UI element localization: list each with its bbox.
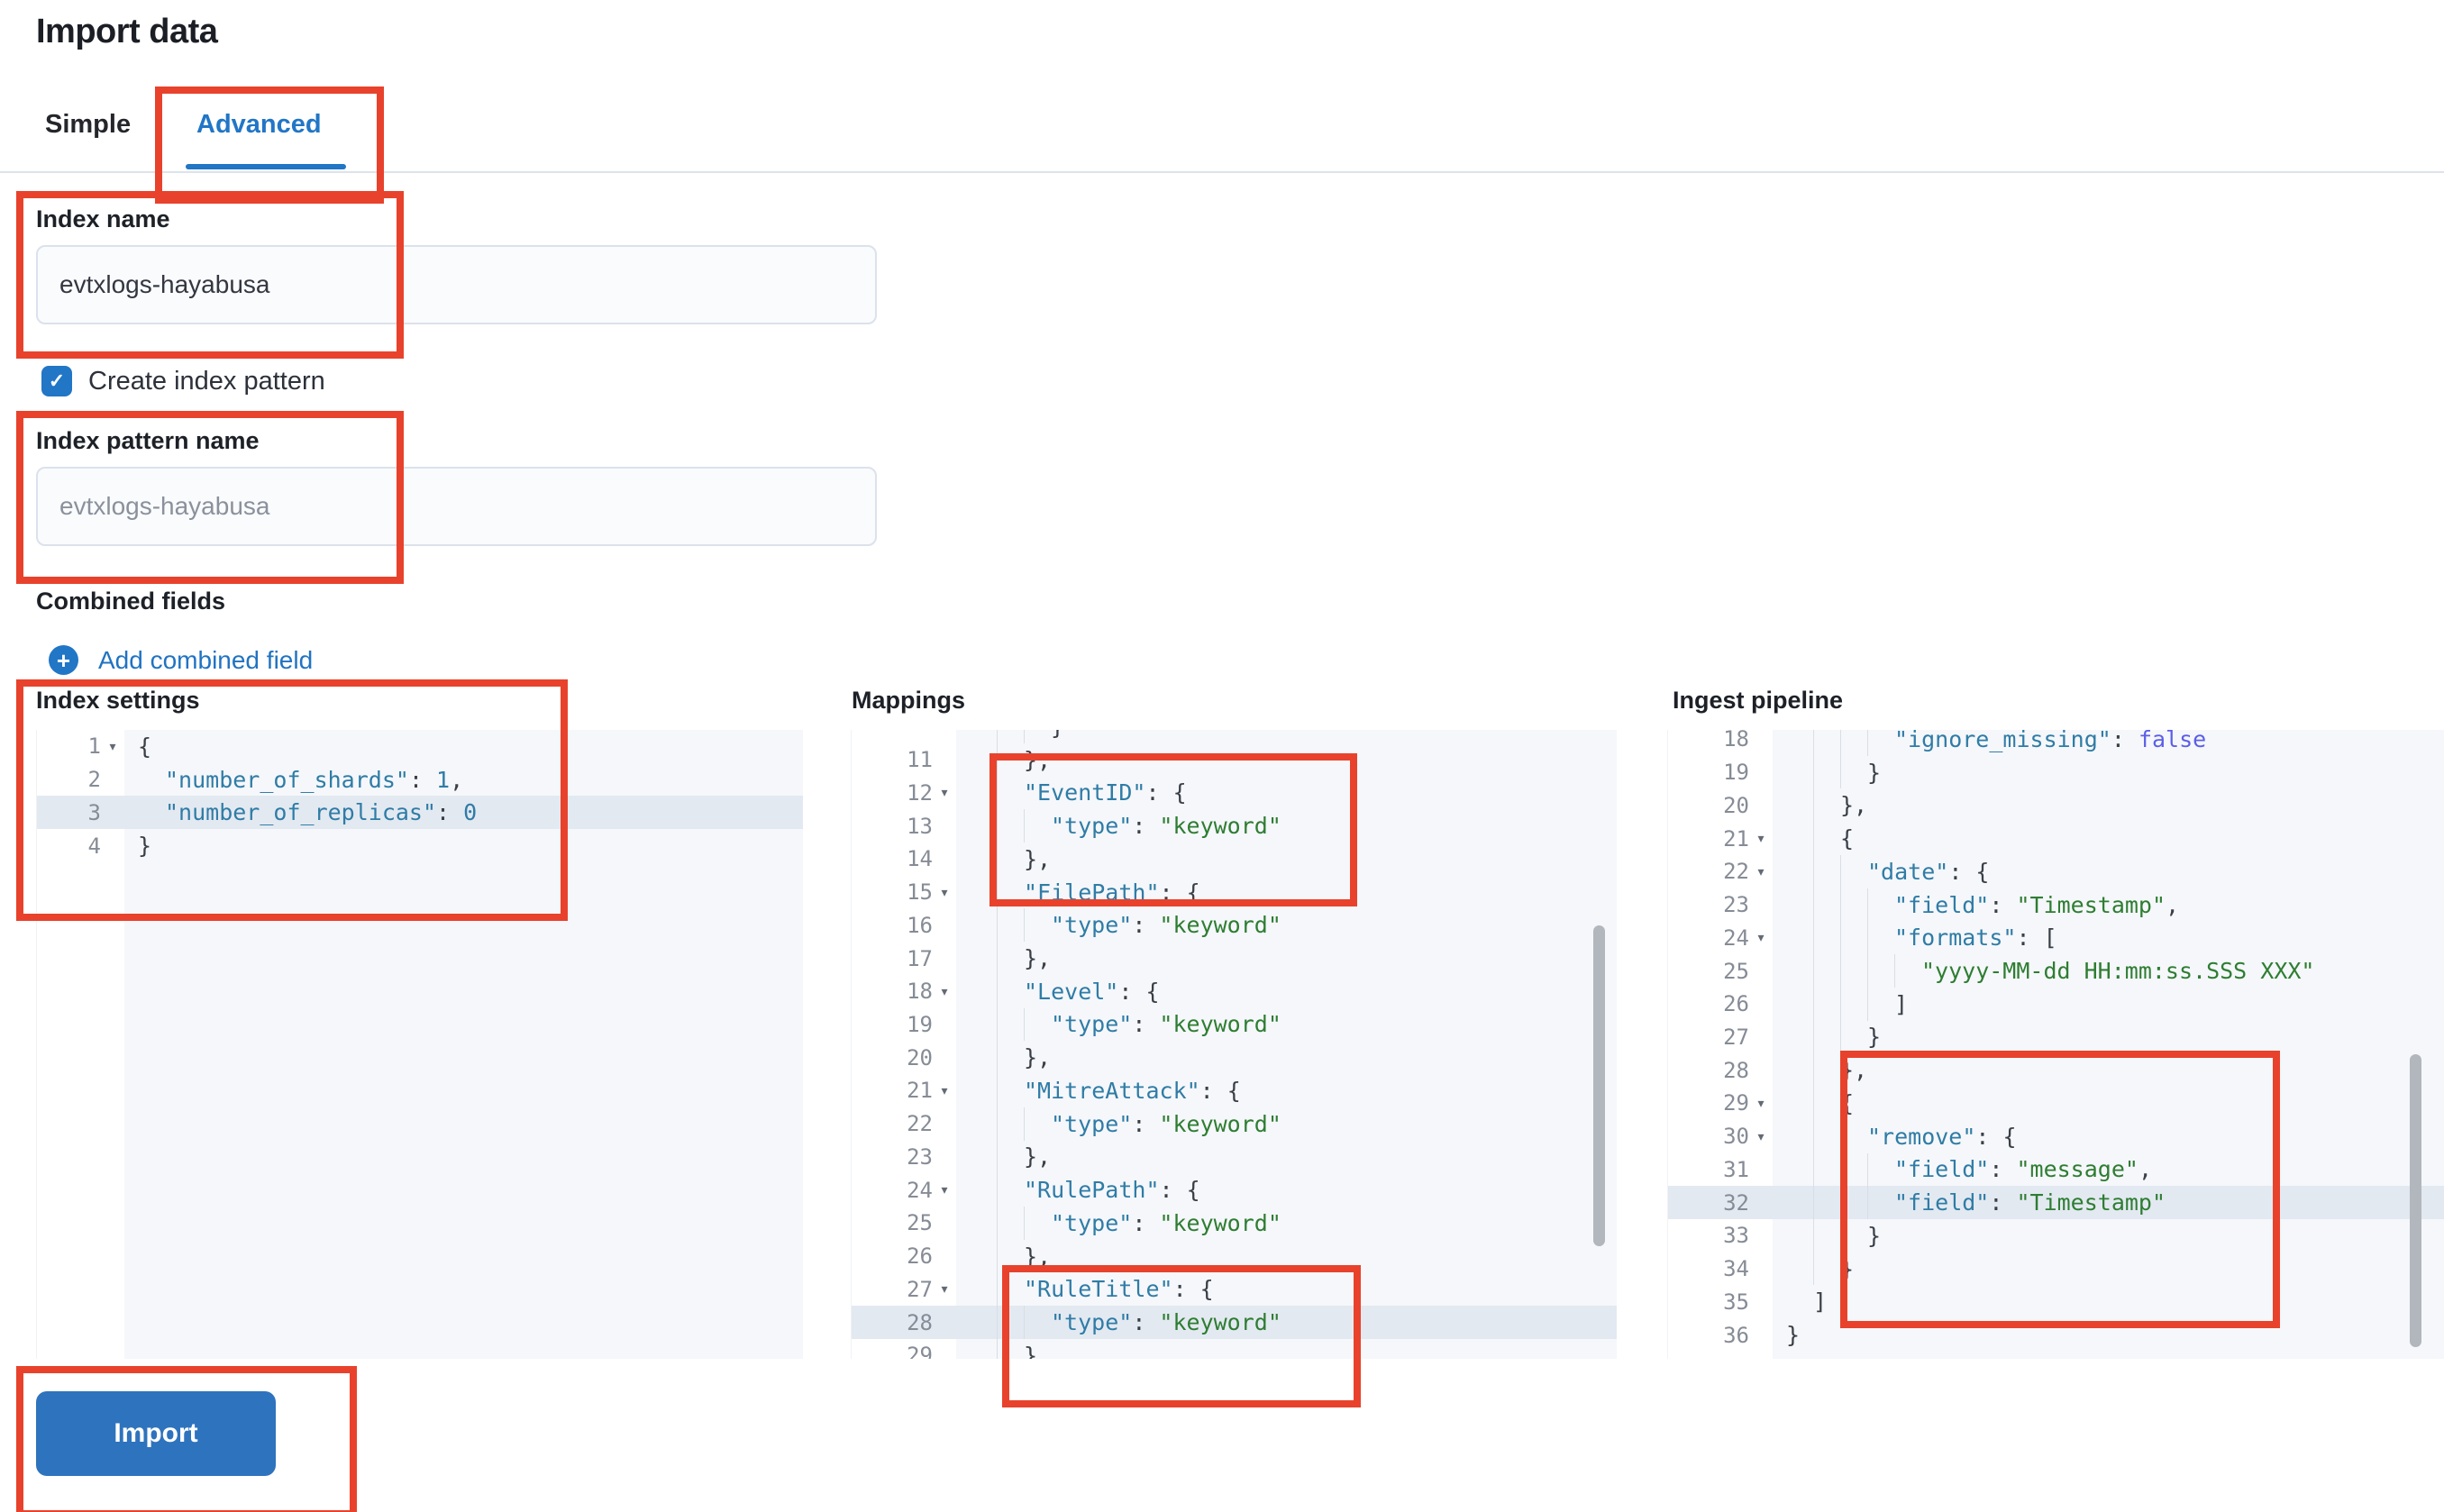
plus-icon: + xyxy=(49,645,78,675)
combined-fields-label: Combined fields xyxy=(36,587,226,615)
fold-arrow-icon[interactable]: ▾ xyxy=(1757,831,1765,846)
editor-line[interactable]: 34} xyxy=(1668,1252,2444,1286)
add-combined-field-link[interactable]: Add combined field xyxy=(98,645,314,674)
editor-line[interactable]: 1▾{ xyxy=(87,733,152,760)
mappings-editor[interactable]: }11},12▾"EventID": {13"type": "keyword"1… xyxy=(851,730,1617,1359)
editor-code-background xyxy=(124,730,803,1359)
add-combined-field-row: + Add combined field xyxy=(49,645,313,675)
editor-line[interactable]: 19"type": "keyword" xyxy=(852,1007,1617,1042)
editor-line[interactable]: 21▾"MitreAttack": { xyxy=(852,1074,1617,1107)
fold-arrow-icon[interactable]: ▾ xyxy=(941,785,948,800)
editor-line[interactable]: 23"field": "Timestamp", xyxy=(1668,888,2444,922)
editor-line[interactable]: 20}, xyxy=(1668,788,2444,823)
editor-code-background xyxy=(1773,730,2444,1359)
editor-gutter xyxy=(1668,730,1773,1359)
editor-line[interactable]: 18"ignore_missing": false xyxy=(1668,730,2444,756)
editor-line[interactable]: 28"type": "keyword" xyxy=(852,1306,1617,1339)
fold-arrow-icon[interactable]: ▾ xyxy=(1757,863,1765,879)
editor-line[interactable]: 29}, xyxy=(852,1338,1617,1359)
tab-simple[interactable]: Simple xyxy=(45,110,132,139)
editor-line[interactable]: 13"type": "keyword" xyxy=(852,809,1617,843)
import-button[interactable]: Import xyxy=(36,1391,276,1476)
editor-line[interactable]: 26] xyxy=(1668,987,2444,1021)
editor-line[interactable]: 36} xyxy=(1723,1322,1801,1349)
editor-line[interactable]: 15▾"FilePath": { xyxy=(852,875,1617,909)
editor-line[interactable]: 4} xyxy=(87,833,152,860)
create-index-pattern-checkbox[interactable]: ✓ xyxy=(41,366,72,396)
editor-line[interactable]: 19} xyxy=(1668,755,2444,789)
index-name-label: Index name xyxy=(36,205,170,232)
tabs-divider xyxy=(0,171,2444,173)
editor-line[interactable]: 28}, xyxy=(1668,1053,2444,1088)
editor-line[interactable]: 22"type": "keyword" xyxy=(852,1107,1617,1141)
active-tab-underline xyxy=(186,164,346,169)
editor-line[interactable]: 22▾"date": { xyxy=(1668,854,2444,888)
fold-arrow-icon[interactable]: ▾ xyxy=(941,1182,948,1198)
editor-line[interactable]: 24▾"RulePath": { xyxy=(852,1173,1617,1207)
editor-lines: 1▾{ 2"number_of_shards": 1, 3"number_of_re… xyxy=(37,730,803,862)
ingest-pipeline-label: Ingest pipeline xyxy=(1673,687,1844,714)
editor-gutter xyxy=(37,730,124,1359)
editor-line[interactable]: 33} xyxy=(1668,1219,2444,1252)
index-settings-label: Index settings xyxy=(36,687,200,714)
index-name-input[interactable] xyxy=(36,245,877,324)
fold-arrow-icon[interactable]: ▾ xyxy=(941,1082,948,1098)
tab-advanced[interactable]: Advanced xyxy=(196,110,322,139)
editor-line[interactable]: 11}, xyxy=(852,742,1617,777)
editor-gutter xyxy=(852,730,956,1359)
editor-line[interactable]: 24▾"formats": [ xyxy=(1668,921,2444,955)
page-title: Import data xyxy=(36,13,218,50)
editor-code-background xyxy=(956,730,1617,1359)
check-icon: ✓ xyxy=(48,369,66,392)
fold-arrow-icon[interactable]: ▾ xyxy=(941,983,948,998)
editor-line[interactable]: 20}, xyxy=(852,1041,1617,1075)
editor-line[interactable]: 32"field": "Timestamp" xyxy=(1668,1186,2444,1220)
editor-line[interactable]: 29▾{ xyxy=(1668,1087,2444,1120)
fold-arrow-icon[interactable]: ▾ xyxy=(109,738,116,753)
editor-line[interactable]: 26}, xyxy=(852,1239,1617,1273)
fold-arrow-icon[interactable]: ▾ xyxy=(1757,930,1765,945)
editor-line[interactable]: 23}, xyxy=(852,1140,1617,1174)
editor-lines: }11},12▾"EventID": {13"type": "keyword"1… xyxy=(852,730,1617,1359)
index-pattern-name-input[interactable] xyxy=(36,467,877,546)
ingest-pipeline-scrollbar[interactable] xyxy=(2410,1054,2421,1347)
index-settings-editor[interactable]: 1▾{ 2"number_of_shards": 1, 3"number_of_re… xyxy=(36,730,803,1359)
editor-line[interactable]: 27} xyxy=(1668,1020,2444,1054)
fold-arrow-icon[interactable]: ▾ xyxy=(1757,1095,1765,1110)
editor-line[interactable]: 12▾"EventID": { xyxy=(852,776,1617,810)
editor-line[interactable]: 14}, xyxy=(852,842,1617,876)
fold-arrow-icon[interactable]: ▾ xyxy=(1757,1128,1765,1143)
mappings-scrollbar[interactable] xyxy=(1593,925,1605,1246)
editor-line[interactable]: 3"number_of_replicas": 0 xyxy=(37,796,803,830)
editor-line[interactable]: 17}, xyxy=(852,942,1617,975)
editor-line[interactable]: 16"type": "keyword" xyxy=(852,908,1617,943)
editor-line[interactable]: 2"number_of_shards": 1, xyxy=(87,766,464,793)
editor-line[interactable]: 31"field": "message", xyxy=(1668,1152,2444,1187)
editor-line[interactable]: 27▾"RuleTitle": { xyxy=(852,1272,1617,1307)
index-pattern-name-label: Index pattern name xyxy=(36,427,260,454)
annotation-box-advanced-tab xyxy=(155,87,384,204)
fold-arrow-icon[interactable]: ▾ xyxy=(941,1281,948,1297)
editor-line[interactable]: 25"type": "keyword" xyxy=(852,1207,1617,1240)
editor-line[interactable]: 18▾"Level": { xyxy=(852,974,1617,1008)
editor-line[interactable]: 21▾{ xyxy=(1668,822,2444,855)
create-index-pattern-row: ✓ Create index pattern xyxy=(41,366,325,396)
editor-line[interactable]: 25"yyyy-MM-dd HH:mm:ss.SSS XXX" xyxy=(1668,954,2444,988)
editor-line[interactable]: } xyxy=(852,730,1617,743)
create-index-pattern-label: Create index pattern xyxy=(88,366,325,396)
editor-line[interactable]: 35] xyxy=(1723,1289,1828,1316)
fold-arrow-icon[interactable]: ▾ xyxy=(941,884,948,899)
mappings-label: Mappings xyxy=(852,687,965,714)
editor-line[interactable]: 30▾"remove": { xyxy=(1668,1119,2444,1153)
